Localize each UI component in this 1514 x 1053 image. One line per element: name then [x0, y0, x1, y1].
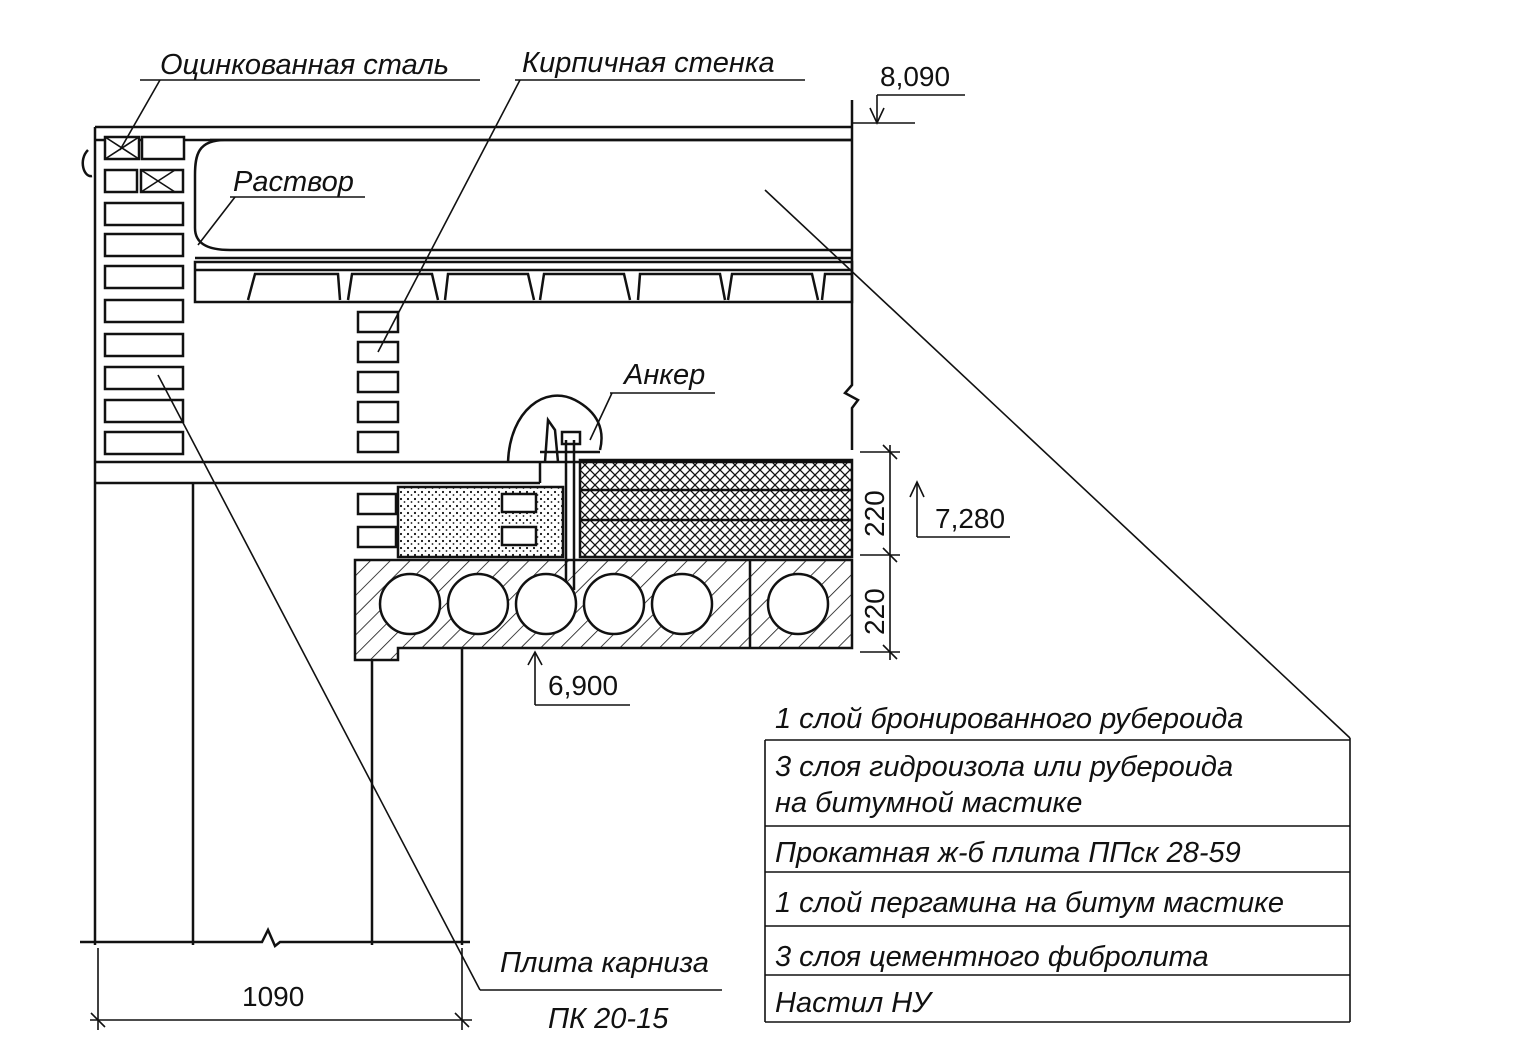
- dimension-layer-lower: 220: [859, 588, 890, 635]
- dimension-right: [852, 94, 1010, 660]
- layer-4: 1 слой пергамина на битум мастике: [775, 887, 1284, 919]
- label-anchor: Анкер: [622, 359, 705, 391]
- label-galvanized-steel: Оцинкованная сталь: [160, 49, 449, 81]
- hollow-core-slab: [353, 558, 854, 662]
- label-cornice-slab-mark: ПК 20-15: [548, 1003, 669, 1035]
- elevation-bottom: 6,900: [548, 670, 618, 701]
- slab-blocks: [246, 272, 852, 301]
- label-brick-wall: Кирпичная стенка: [522, 47, 775, 79]
- layer-5: 3 слоя цементного фибролита: [775, 941, 1209, 973]
- left-brick-column: [103, 135, 186, 456]
- dimension-width: 1090: [242, 981, 304, 1012]
- layer-6: Настил НУ: [775, 987, 933, 1019]
- layer-table: [764, 739, 1350, 1023]
- layer-2-line2: на битумной мастике: [775, 787, 1082, 819]
- leader-lines: [119, 79, 1351, 1022]
- elevation-mid: 7,280: [935, 503, 1005, 534]
- layer-3: Прокатная ж-б плита ППск 28-59: [775, 837, 1241, 869]
- mortar-layer: [193, 138, 852, 252]
- insulation-layers: [356, 458, 854, 559]
- layer-2-line1: 3 слоя гидроизола или рубероида: [775, 751, 1233, 783]
- label-cornice-slab: Плита карниза: [500, 947, 709, 979]
- inner-brick-wall: [356, 310, 400, 454]
- support-posts: [80, 483, 470, 948]
- dimension-layer-upper: 220: [859, 490, 890, 537]
- dimension-bottom: [90, 650, 630, 1030]
- cornice-beam: [95, 460, 542, 485]
- break-line: [843, 100, 860, 450]
- elevation-top: 8,090: [880, 61, 950, 92]
- label-mortar: Раствор: [233, 166, 354, 198]
- layer-1: 1 слой бронированного рубероида: [775, 703, 1243, 735]
